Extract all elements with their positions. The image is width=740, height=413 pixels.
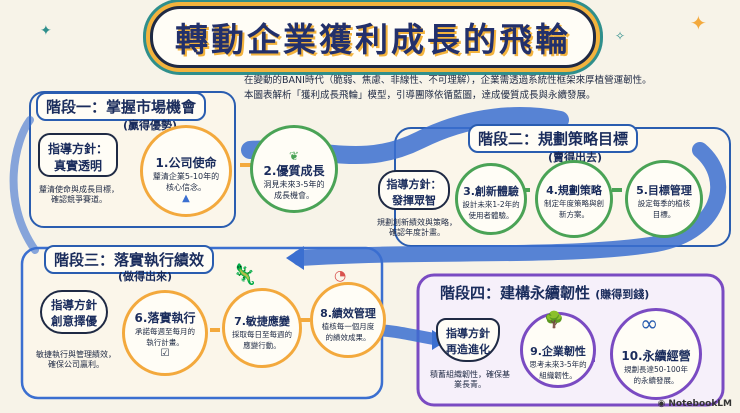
guide-box-stage2: 指導方針： 發揮眾智: [378, 170, 450, 210]
step-title: 9.企業韌性: [530, 345, 586, 358]
step-title: 1.公司使命: [155, 156, 217, 170]
guide-label: 指導方針: [51, 298, 97, 312]
step-desc: 植核每一個月度的績效成果。: [321, 322, 375, 342]
sparkle-icon: ✧: [615, 29, 625, 43]
guide-label: 指導方針：: [386, 178, 442, 191]
mountain-icon: ▲: [182, 193, 190, 204]
step-circle-10: 10.永續經營 規劃長達50-100年的永續發展。: [610, 308, 702, 400]
stage3-subtitle: (做得出來): [117, 270, 173, 283]
sprout-icon: ❦: [288, 149, 300, 163]
stage2-header: 階段二：規劃策略目標: [468, 124, 639, 153]
step-title: 5.目標管理: [636, 184, 692, 197]
step-title: 3.創新體驗: [463, 185, 519, 198]
guide-note-stage2: 規劃創新績效與策略，確認年度計畫。: [377, 218, 457, 237]
guide-box-stage3: 指導方針 創意擇優: [40, 290, 108, 334]
step-title: 7.敏捷應變: [234, 315, 290, 328]
stage4-header: 階段四：建構永續韌性: [440, 284, 591, 302]
step-desc: 釐清企業5-10年的核心信念。: [152, 172, 220, 192]
gauge-icon: ◔: [334, 268, 347, 284]
step-desc: 設定每季的植核目標。: [637, 199, 691, 219]
step-desc: 採取每日至每週的應變行動。: [232, 330, 292, 350]
step-circle-7: 7.敏捷應變 採取每日至每週的應變行動。: [222, 288, 302, 368]
chameleon-icon: 🦎: [232, 262, 257, 286]
step-circle-3: 3.創新體驗 設計未來1-2年的使用者體驗。: [455, 163, 527, 235]
stage3-header: 階段三：落實執行績效: [44, 245, 215, 274]
step-circle-9: 9.企業韌性 思考未來3-5年的組織韌性。: [520, 312, 596, 388]
step-desc: 洞見未來3-5年的成長機會。: [263, 180, 325, 200]
guide-note-stage3: 敏捷執行與管理績效，確保公司贏利。: [36, 350, 116, 369]
infinity-icon: ∞: [640, 312, 659, 337]
step-circle-4: 4.規劃策略 制定年度策略與創新方案。: [535, 160, 613, 238]
sparkle-icon: ✦: [40, 23, 52, 39]
step-circle-2: ❦ 2.優質成長 洞見未來3-5年的成長機會。: [250, 125, 338, 213]
checklist-icon: ☑: [160, 348, 170, 359]
sparkle-icon: ✦: [690, 11, 707, 35]
step-desc: 設計未來1-2年的使用者體驗。: [462, 200, 520, 220]
page-title: 轉動企業獲利成長的飛輪: [175, 20, 571, 59]
step-desc: 規劃長達50-100年的永續發展。: [623, 365, 689, 385]
step-circle-1: 1.公司使命 釐清企業5-10年的核心信念。 ▲: [140, 125, 232, 217]
step-circle-5: 5.目標管理 設定每季的植核目標。: [625, 160, 703, 238]
step-title: 4.規劃策略: [546, 184, 602, 197]
guide-label: 指導方針：: [47, 142, 108, 156]
guide-box-stage4: 指導方針 再造進化: [436, 318, 500, 362]
flow-arrow-left: [286, 246, 304, 270]
step-title: 2.優質成長: [263, 164, 325, 178]
step-title: 10.永續經營: [621, 349, 691, 363]
step-desc: 思考未來3-5年的組織韌性。: [529, 360, 587, 380]
step-circle-8: 8.績效管理 植核每一個月度的績效成果。: [310, 282, 386, 358]
flow-band-return: [9, 116, 39, 254]
step-desc: 承諾每週至每月的執行計畫。: [135, 327, 195, 347]
notebooklm-logo: ◉ NotebookLM: [658, 399, 732, 409]
guide-label: 指導方針: [446, 327, 490, 340]
guide-name: 再造進化: [446, 343, 490, 356]
intro-line-2: 本圖表解析「獲利成長飛輪」模型，引導團隊依循藍圖，達成優質成長與永續發展。: [244, 90, 596, 101]
guide-name: 創意擇優: [51, 314, 97, 328]
guide-box-stage1: 指導方針： 真實透明: [38, 133, 118, 177]
logo-mark-icon: ◉: [657, 399, 666, 409]
stage4-header-wrap: 階段四：建構永續韌性 (賺得到錢): [440, 282, 649, 303]
stage1-subtitle: (贏得優勢): [122, 119, 178, 132]
step-title: 6.落實執行: [134, 311, 196, 325]
intro-text: 在變動的BANI時代（脆弱、焦慮、非線性、不可理解），企業需透過系統性框架來厚植…: [244, 73, 714, 103]
guide-name: 發揮眾智: [392, 194, 436, 207]
intro-line-1: 在變動的BANI時代（脆弱、焦慮、非線性、不可理解），企業需透過系統性框架來厚植…: [244, 75, 652, 86]
guide-note-stage4: 積蓄組織韌性，確保基業長青。: [430, 370, 510, 389]
step-circle-6: 6.落實執行 承諾每週至每月的執行計畫。 ☑: [122, 290, 208, 376]
guide-name: 真實透明: [53, 159, 102, 173]
step-title: 8.績效管理: [320, 307, 376, 320]
guide-note-stage1: 釐清使命與成長目標，確認競爭賽道。: [39, 185, 119, 204]
step-desc: 制定年度策略與創新方案。: [544, 199, 604, 219]
tree-icon: 🌳: [544, 310, 564, 329]
flow-band-2: [292, 142, 727, 266]
logo-text: NotebookLM: [668, 399, 732, 409]
title-banner: 轉動企業獲利成長的飛輪: [150, 6, 596, 68]
stage1-header: 階段一：掌握市場機會: [36, 92, 207, 121]
stage4-subtitle: (賺得到錢): [595, 288, 650, 301]
